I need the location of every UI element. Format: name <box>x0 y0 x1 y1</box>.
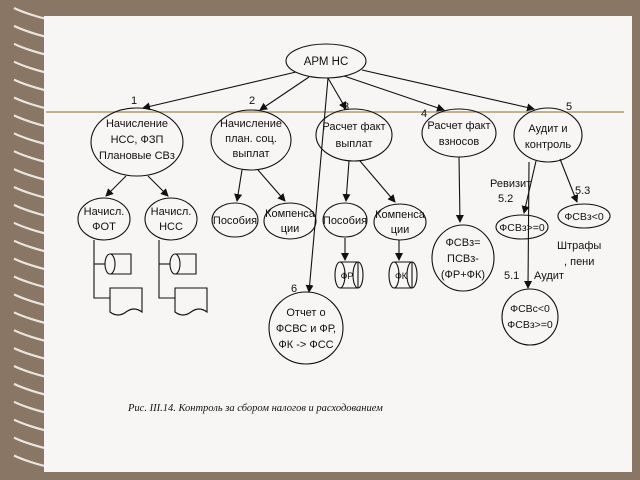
node-3 <box>315 108 393 162</box>
posobiya-a-label: Пособия <box>213 215 257 227</box>
fsv-formula-line-1: ФСВз= <box>445 237 480 249</box>
node-5 <box>513 107 583 163</box>
shtrafy-line-1: Штрафы <box>557 240 601 252</box>
node-3-line-1: Расчет факт <box>322 121 385 133</box>
hierarchy-diagram: АРМ НС 1 2 3 4 5 6 Начисление НСС, ФЗП П… <box>46 43 624 365</box>
fsv-ge0-node <box>495 214 549 240</box>
shtrafy-line-2: , пени <box>564 256 594 268</box>
kompens-b-line-2: ции <box>391 224 410 236</box>
node-2 <box>210 109 292 171</box>
num-3: 3 <box>343 101 349 113</box>
posobiya-node-b <box>322 202 368 238</box>
kompensacii-node-b <box>373 203 427 241</box>
node-1-line-3: Плановые СВз <box>99 150 175 162</box>
node-1 <box>90 107 184 177</box>
node-2-line-2: план. соц. <box>225 133 277 145</box>
num-5: 5 <box>566 101 572 113</box>
fsv-lt0-node <box>557 203 611 229</box>
fk-label: ФК <box>395 271 408 281</box>
report-line-1: Отчет о <box>286 307 325 319</box>
fr-label: ФР <box>341 271 354 281</box>
kompensacii-node-a <box>263 202 317 240</box>
notebook-page: АРМ НС 1 2 3 4 5 6 Начисление НСС, ФЗП П… <box>44 16 632 472</box>
fsv-ge0-label: ФСВз>=0 <box>499 222 545 234</box>
nach-fot-node <box>77 197 131 241</box>
kompens-a-line-2: ции <box>281 223 300 235</box>
node-5-line-2: контроль <box>525 139 572 151</box>
num-5-2: 5.2 <box>498 193 513 205</box>
report-node <box>268 291 344 365</box>
num-4: 4 <box>421 108 427 120</box>
root-node <box>285 43 367 79</box>
fsv-pair-line-1: ФСВс<0 <box>510 303 550 315</box>
num-5-3: 5.3 <box>575 185 590 197</box>
nach-nss-line-2: НСС <box>159 221 183 233</box>
nach-fot-line-2: ФОТ <box>92 221 116 233</box>
num-5-1: 5.1 <box>504 270 519 282</box>
figure-caption: Рис. III.14. Контроль за сбором налогов … <box>128 403 383 414</box>
fsv-pair-node <box>501 288 559 346</box>
posobiya-node-a <box>211 202 259 238</box>
fsv-formula-line-2: ПСВз- <box>447 253 479 265</box>
num-1: 1 <box>131 95 137 107</box>
node-3-line-2: выплат <box>335 138 372 150</box>
node-1-line-1: Начисление <box>106 118 168 130</box>
audit-label: Аудит <box>534 270 564 282</box>
node-2-line-3: выплат <box>232 148 269 160</box>
nach-fot-line-1: Начисл. <box>84 206 125 218</box>
nach-nss-node <box>144 197 198 241</box>
revizit-label: Ревизит <box>490 178 531 190</box>
posobiya-b-label: Пособия <box>323 215 367 227</box>
node-2-line-1: Начисление <box>220 118 282 130</box>
fsv-pair-line-2: ФСВз>=0 <box>507 319 553 331</box>
root-label: АРМ НС <box>304 56 349 68</box>
num-6: 6 <box>291 283 297 295</box>
node-1-line-2: НСС, ФЗП <box>111 134 164 146</box>
report-line-3: ФК -> ФСС <box>278 339 333 351</box>
kompens-a-line-1: Компенса <box>265 208 316 220</box>
nach-nss-line-1: Начисл. <box>151 206 192 218</box>
num-2: 2 <box>249 95 255 107</box>
fsv-lt0-label: ФСВз<0 <box>564 211 604 223</box>
report-line-2: ФСВС и ФР, <box>276 323 336 335</box>
node-4-line-2: взносов <box>439 136 480 148</box>
kompens-b-line-1: Компенса <box>375 209 426 221</box>
fsv-formula-node <box>431 224 495 292</box>
node-4 <box>421 108 497 158</box>
node-5-line-1: Аудит и <box>528 123 567 135</box>
node-4-line-1: Расчет факт <box>427 120 490 132</box>
fsv-formula-line-3: (ФР+ФК) <box>441 269 485 281</box>
